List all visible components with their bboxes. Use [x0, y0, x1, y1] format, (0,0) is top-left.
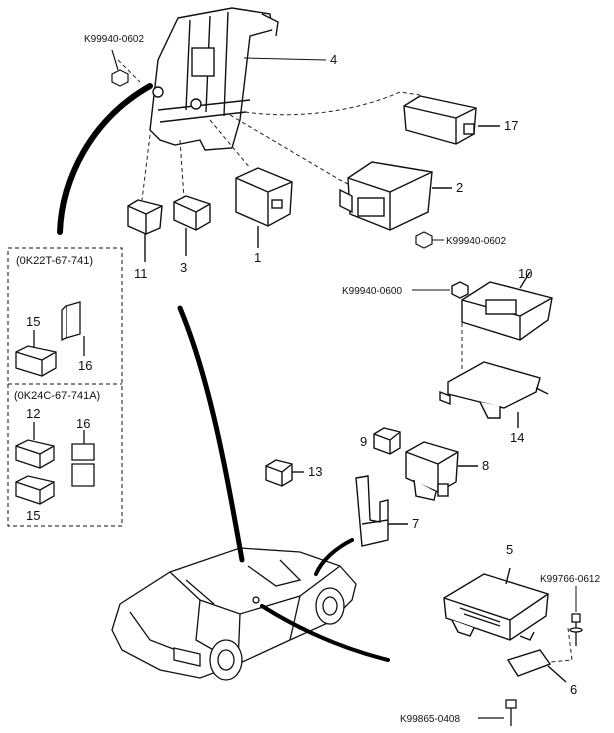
part-number-bolt-bottom: K99865-0408	[400, 714, 460, 725]
bracket-14	[439, 361, 549, 428]
control-module-5	[443, 567, 549, 641]
part-number-airbag-nut: K99940-0600	[342, 286, 402, 297]
nut-mid-right	[415, 231, 433, 249]
variant-b-parts	[15, 422, 95, 505]
callout-3: 3	[180, 260, 187, 275]
callout-5: 5	[506, 542, 513, 557]
relay-11	[127, 199, 163, 262]
relay-13	[265, 459, 304, 487]
callout-17: 17	[504, 118, 518, 133]
relay-3	[173, 195, 211, 256]
callout-10: 10	[518, 266, 532, 281]
variant-box	[7, 247, 123, 527]
part-number-top-left: K99940-0602	[84, 34, 144, 45]
callout-14: 14	[510, 430, 524, 445]
relay-bracket	[149, 7, 279, 151]
bracket-6	[506, 649, 567, 683]
callout-4: 4	[330, 52, 337, 67]
callout-16b: 16	[76, 416, 90, 431]
bolt-bottom	[478, 699, 517, 726]
callout-1: 1	[254, 250, 261, 265]
relay-9	[373, 427, 401, 455]
module-2	[339, 161, 452, 244]
callout-12: 12	[26, 406, 40, 421]
callout-9: 9	[360, 434, 367, 449]
part-number-bolt-right: K99766-0612	[540, 574, 600, 585]
airbag-module-10	[451, 271, 553, 341]
bolt-right	[569, 613, 583, 646]
variant-a-title: (0K22T-67-741)	[16, 255, 93, 267]
callout-15b: 15	[26, 508, 40, 523]
callout-8: 8	[482, 458, 489, 473]
leader-4	[243, 57, 327, 61]
pointer-strokes	[57, 83, 390, 662]
callout-2: 2	[456, 180, 463, 195]
callout-11: 11	[134, 266, 148, 281]
variant-b-title: (0K24C-67-741A)	[14, 390, 100, 402]
callout-16a: 16	[78, 358, 92, 373]
callout-13: 13	[308, 464, 322, 479]
leader-lines	[117, 59, 573, 663]
callout-15a: 15	[26, 314, 40, 329]
relay-1	[235, 167, 293, 248]
relay-17	[403, 95, 500, 145]
car-illustration	[111, 547, 357, 681]
variant-a-parts	[15, 301, 85, 377]
relay-8	[405, 441, 478, 501]
nut-top-left	[111, 49, 129, 87]
callout-6: 6	[570, 682, 577, 697]
bracket-7	[355, 475, 408, 547]
callout-7: 7	[412, 516, 419, 531]
part-number-mid-right: K99940-0602	[446, 236, 506, 247]
